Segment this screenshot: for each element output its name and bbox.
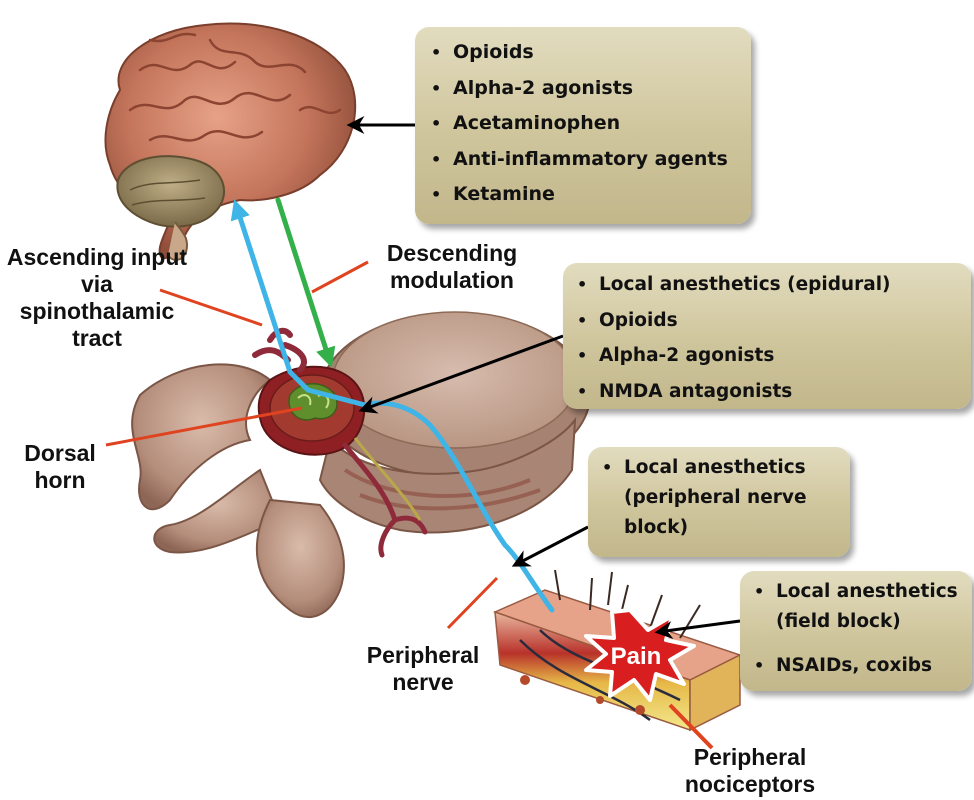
field-block-box: Local anesthetics (field block) NSAIDs, …	[740, 571, 972, 691]
dorsal-horn-label: Dorsal horn	[12, 440, 108, 494]
brain-drugs-box: Opioids Alpha-2 agonists Acetaminophen A…	[415, 27, 751, 224]
brain-illustration	[105, 23, 355, 259]
pointer-arrow-nerve	[515, 527, 588, 565]
spinal-drugs-box: Local anesthetics (epidural) Opioids Alp…	[563, 263, 971, 409]
spinal-drugs-list: Local anesthetics (epidural) Opioids Alp…	[569, 267, 963, 409]
peripheral-nociceptors-label: Peripheral nociceptors	[650, 744, 850, 798]
brain-drug-item: Anti-inflammatory agents	[423, 142, 741, 178]
pain-label: Pain	[611, 643, 662, 670]
peripheral-nerve-label-line	[448, 578, 497, 628]
vertebra-illustration	[132, 312, 590, 617]
spinal-drug-item: Alpha-2 agonists	[569, 338, 963, 374]
brain-drug-item: Opioids	[423, 35, 741, 71]
spinal-drug-item: Opioids	[569, 303, 963, 339]
ascending-input-label: Ascending input via spinothalamic tract	[4, 244, 190, 352]
field-block-item: Local anesthetics (field block)	[746, 577, 964, 637]
brain-drug-item: Acetaminophen	[423, 106, 741, 142]
brain-drug-item: Ketamine	[423, 177, 741, 213]
field-block-list: Local anesthetics (field block) NSAIDs, …	[746, 577, 964, 681]
brain-drug-item: Alpha-2 agonists	[423, 71, 741, 107]
spinal-drug-item: NMDA antagonists	[569, 374, 963, 410]
peripheral-nerve-block-box: Local anesthetics (peripheral nerve bloc…	[588, 447, 850, 557]
brain-drugs-list: Opioids Alpha-2 agonists Acetaminophen A…	[423, 35, 741, 213]
descending-path	[278, 200, 330, 362]
peripheral-nerve-label: Peripheral nerve	[352, 642, 494, 696]
nerve-block-list: Local anesthetics (peripheral nerve bloc…	[594, 453, 842, 543]
descending-modulation-label: Descending modulation	[366, 240, 538, 294]
nerve-block-item: Local anesthetics (peripheral nerve bloc…	[594, 453, 842, 543]
descending-label-line	[312, 262, 368, 292]
field-block-item: NSAIDs, coxibs	[746, 651, 964, 681]
spinal-drug-item: Local anesthetics (epidural)	[569, 267, 963, 303]
